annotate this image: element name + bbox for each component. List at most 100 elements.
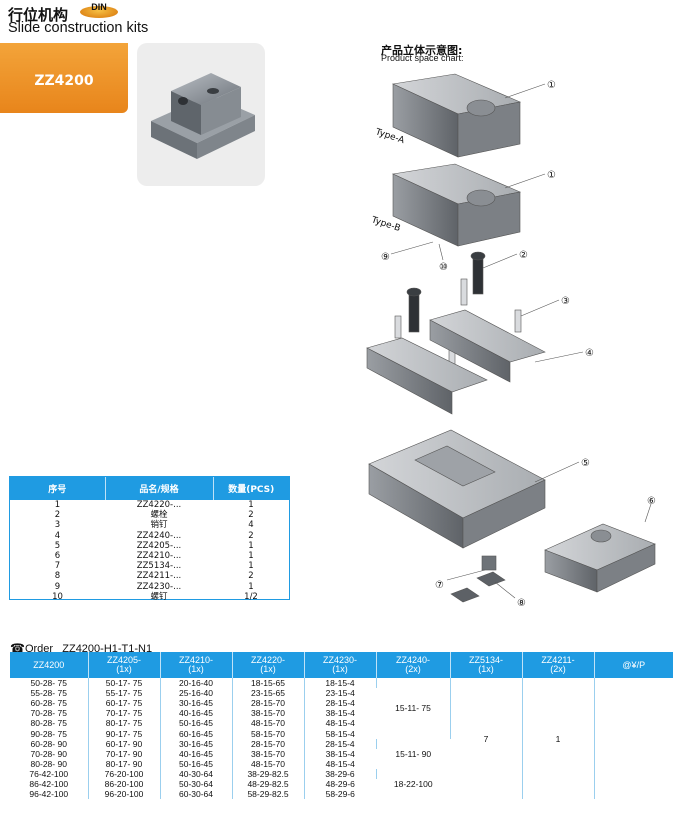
din-badge-label: DIN — [91, 2, 107, 12]
table-cell: 18-15-65 — [232, 678, 305, 689]
table-cell: 1 — [248, 540, 254, 551]
table-cell: 70-28- 90 — [10, 748, 89, 759]
part-8-clamp-icon — [450, 571, 506, 603]
table-cell: ZZ5134-... — [136, 561, 182, 572]
label-2: ② — [519, 250, 528, 261]
table-cell: 86-20-100 — [88, 778, 161, 790]
table-cell: 48-15-4 — [325, 758, 355, 769]
table-cell: 10 — [52, 591, 63, 602]
order-header-cell: ZZ4220- (1x) — [232, 652, 305, 678]
table-cell: 60-30-64 — [160, 789, 233, 800]
table-cell: 60-16-45 — [160, 728, 233, 739]
part-4-gib-icon — [366, 309, 546, 415]
table-cell: 55-17- 75 — [88, 688, 161, 699]
table-cell: 76-42-100 — [10, 768, 89, 779]
table-cell: 4 — [54, 530, 61, 541]
model-number: ZZ4200 — [34, 73, 94, 89]
table-cell: 38-15-4 — [325, 748, 355, 759]
order-header-cell: ZZ4240- (2x) — [376, 652, 451, 678]
table-cell: 18-15-4 — [304, 678, 377, 689]
model-tab: ZZ4200 — [0, 43, 128, 113]
part-6-wear-plate-icon — [544, 523, 656, 593]
table-cell: 螺栓 — [150, 510, 168, 521]
part-7-stop-icon — [481, 555, 497, 571]
label-9: ⑨ — [381, 252, 390, 263]
order-header-cell: ZZ4200 — [10, 652, 89, 678]
table-cell: 76-20-100 — [88, 768, 161, 779]
table-cell: 20-16-40 — [160, 678, 233, 689]
table-cell: ZZ4210-... — [136, 551, 182, 562]
table-cell: 60-28- 75 — [10, 698, 89, 709]
table-cell: 80-28- 90 — [10, 758, 89, 769]
table-cell: ZZ4230-... — [136, 581, 182, 592]
section-title-cn: 行位机构 — [8, 6, 69, 24]
table-cell: 48-29-6 — [325, 778, 355, 789]
table-cell: 48-15-70 — [232, 758, 305, 769]
table-cell: 50-16-45 — [160, 758, 233, 769]
table-cell: 30-16-45 — [160, 698, 233, 709]
table-cell: 28-15-70 — [232, 698, 305, 709]
table-cell: 6 — [54, 551, 61, 562]
part-1-type-a-icon — [391, 73, 522, 158]
table-cell: ZZ4211-... — [136, 571, 182, 582]
exploded-assembly-diagram: ① ① ② ③ ④ ⑤ ⑥ ⑦ ⑧ ⑨ ⑩ Type-A Type-B — [366, 73, 656, 609]
table-cell: 28-15-70 — [232, 738, 305, 749]
table-cell: 2 — [248, 510, 254, 521]
table-cell: 58-29-6 — [325, 789, 355, 800]
space-chart-title-en: Product space chart: — [381, 53, 464, 63]
table-cell: 23-15-4 — [325, 688, 355, 699]
table-cell: 38-15-4 — [325, 708, 355, 719]
part-1-type-b-icon — [391, 163, 522, 247]
label-10: ⑩ — [439, 262, 448, 273]
table-cell: 40-16-45 — [160, 748, 233, 759]
order-header-cell: ZZ4211- (2x) — [522, 652, 595, 678]
price-cell — [594, 678, 673, 799]
table-cell: 9 — [54, 581, 61, 592]
table-cell: 38-15-70 — [232, 708, 305, 719]
parts-table-frame — [9, 476, 290, 600]
label-6: ⑥ — [647, 496, 656, 507]
table-cell: 8 — [54, 571, 61, 582]
section-title-en: Slide construction kits — [8, 20, 149, 36]
table-cell: 70-28- 75 — [10, 708, 89, 719]
order-header-cell: ZZ5134- (1x) — [450, 652, 523, 678]
table-cell: 1 — [248, 551, 254, 562]
parts-header-qty: 数量(PCS) — [213, 477, 289, 500]
label-7: ⑦ — [435, 580, 444, 591]
zz4211-cell: 1 — [522, 678, 595, 800]
phone-icon: ☎ — [10, 641, 25, 655]
label-1b: ① — [547, 170, 556, 181]
order-header-cell: ZZ4205- (1x) — [88, 652, 161, 678]
table-cell: 5 — [54, 540, 61, 551]
label-8: ⑧ — [517, 598, 526, 609]
table-cell: 螺钉 — [150, 591, 168, 602]
label-1a: ① — [547, 80, 556, 91]
table-cell: ZZ4205-... — [136, 540, 182, 551]
zz5134-cell: 7 — [450, 678, 523, 800]
table-cell: ZZ4240-... — [136, 530, 182, 541]
order-header-cell: @¥/P — [594, 652, 673, 678]
label-5: ⑤ — [581, 458, 590, 469]
table-cell: 28-15-4 — [304, 738, 377, 749]
table-cell: 1 — [248, 500, 254, 511]
label-3: ③ — [561, 296, 570, 307]
table-cell: 55-28- 75 — [10, 688, 89, 699]
order-header-cell: ZZ4210- (1x) — [160, 652, 233, 678]
table-cell: 60-17- 75 — [88, 698, 161, 709]
table-cell: 1 — [248, 581, 254, 592]
label-4: ④ — [585, 348, 594, 359]
table-cell: 96-42-100 — [10, 789, 89, 800]
table-cell: 50-16-45 — [160, 718, 233, 729]
table-cell: 25-16-40 — [160, 688, 233, 699]
